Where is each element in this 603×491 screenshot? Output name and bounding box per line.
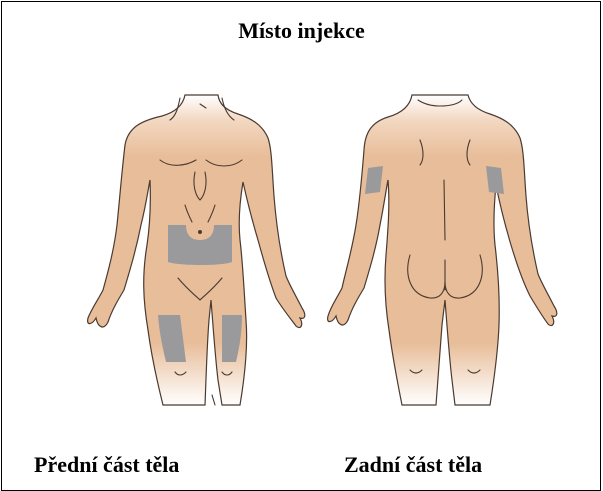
back-caption: Zadní část těla bbox=[344, 452, 482, 478]
front-body bbox=[88, 95, 305, 405]
front-caption: Přední část těla bbox=[34, 452, 179, 478]
back-body bbox=[328, 95, 557, 405]
